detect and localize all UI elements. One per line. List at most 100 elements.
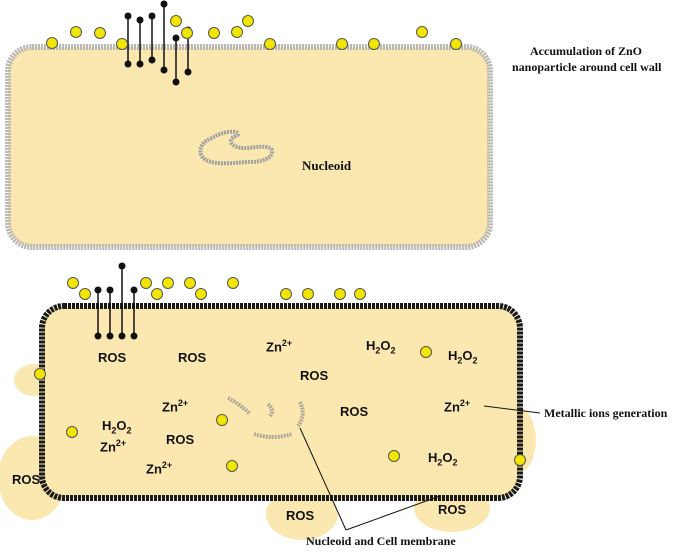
zno-nanoparticle xyxy=(368,38,380,50)
nucleoid-membrane-label: Nucleoid and Cell membrane xyxy=(306,534,456,548)
nucleoid-fragment-3 xyxy=(253,432,293,439)
zno-nanoparticle xyxy=(79,288,91,300)
ros-label: ROS xyxy=(286,508,314,523)
ros-text: ROS xyxy=(286,508,315,523)
zno-nanoparticle xyxy=(227,277,239,289)
ros-text: ROS xyxy=(166,432,195,447)
lollipop-groups xyxy=(94,0,192,340)
zn-charge: 2+ xyxy=(115,438,127,448)
h-sub: 2 xyxy=(111,425,117,436)
nucleoid-label: Nucleoid xyxy=(302,158,352,173)
zno-nanoparticle xyxy=(184,277,196,289)
bottom-cell-wall xyxy=(39,303,523,501)
o-text: O xyxy=(462,348,473,363)
zno-nanoparticle xyxy=(302,288,314,300)
ros-text: ROS xyxy=(438,502,467,517)
lollipop-head xyxy=(130,286,138,294)
lollipop-head xyxy=(106,286,114,294)
nucleoid-fragment-2 xyxy=(266,402,275,418)
zno-nanoparticle xyxy=(67,277,79,289)
zno-nanoparticle xyxy=(280,288,292,300)
h-sub: 2 xyxy=(437,457,443,468)
zno-nanoparticle xyxy=(162,277,174,289)
ros-label: ROS xyxy=(438,502,466,517)
zno-nanoparticle xyxy=(151,288,163,300)
h2o2-label: H2O2 xyxy=(102,418,132,436)
lollipop-head xyxy=(106,332,114,340)
zno-nanoparticle xyxy=(116,38,128,50)
pointer-nucleoid-2 xyxy=(345,495,441,531)
h2o2-label: H2O2 xyxy=(366,338,396,356)
lollipop-head xyxy=(124,60,132,68)
zn-charge: 2+ xyxy=(177,398,189,408)
zn-charge: 2+ xyxy=(161,460,173,470)
pointer-lines xyxy=(299,405,541,531)
zno-nanoparticle xyxy=(354,288,366,300)
zno-nanoparticle xyxy=(70,26,82,38)
pointer-nucleoid-1 xyxy=(299,427,347,531)
nucleoid-fragment-1 xyxy=(227,396,252,416)
lollipop-head xyxy=(148,56,156,64)
h2o2-label: H2O2 xyxy=(448,348,478,366)
metallic-ions-label: Metallic ions generation xyxy=(544,406,668,420)
o-text: O xyxy=(442,450,453,465)
fragmented-nucleoid xyxy=(227,396,305,439)
zno-nanoparticle xyxy=(242,15,254,27)
zn-text: Zn xyxy=(162,399,178,415)
zno-nanoparticle xyxy=(195,288,207,300)
zn-text: Zn xyxy=(146,461,162,477)
o-sub: 2 xyxy=(452,457,458,468)
annotation-line-2: nanoparticle around cell wall xyxy=(512,60,662,74)
lollipop-head xyxy=(118,332,126,340)
o-text: O xyxy=(116,418,127,433)
zn-charge: 2+ xyxy=(459,398,471,408)
h-text: H xyxy=(428,450,438,465)
ros-text: ROS xyxy=(12,472,41,487)
zn-label: Zn2+ xyxy=(100,438,126,454)
o-sub: 2 xyxy=(390,345,396,356)
lollipop-head xyxy=(136,60,144,68)
o-text: O xyxy=(380,338,391,353)
h-text: H xyxy=(448,348,458,363)
ros-text: ROS xyxy=(98,350,127,365)
zno-nanoparticle xyxy=(94,27,106,39)
zno-nanoparticle xyxy=(336,38,348,50)
o-sub: 2 xyxy=(472,355,478,366)
zno-nanoparticle xyxy=(170,15,182,27)
lollipop-head xyxy=(124,12,132,20)
h-text: H xyxy=(366,338,376,353)
zno-nanoparticle xyxy=(514,454,526,466)
zno-nanoparticle xyxy=(34,368,46,380)
lollipop-head xyxy=(136,16,144,24)
ros-label: ROS xyxy=(98,350,126,365)
zn-label: Zn2+ xyxy=(162,398,188,414)
h-text: H xyxy=(102,418,112,433)
zn-label: Zn2+ xyxy=(444,398,470,414)
lollipop-head xyxy=(172,78,180,86)
ros-text: ROS xyxy=(300,368,329,383)
h-sub: 2 xyxy=(457,355,463,366)
lollipop-head xyxy=(172,34,180,42)
annotation-line-1: Accumulation of ZnO xyxy=(530,44,643,58)
ros-label: ROS xyxy=(300,368,328,383)
zno-nanoparticle xyxy=(420,346,432,358)
zno-nanoparticles xyxy=(34,15,526,472)
zn-charge: 2+ xyxy=(281,338,293,348)
zno-nanoparticle xyxy=(66,426,78,438)
ros-text: ROS xyxy=(340,404,369,419)
lollipop-head xyxy=(118,262,126,270)
lollipop-head xyxy=(160,66,168,74)
h2o2-label: H2O2 xyxy=(428,450,458,468)
ros-label: ROS xyxy=(178,350,206,365)
zn-text: Zn xyxy=(100,439,116,455)
ros-label: ROS xyxy=(340,404,368,419)
zn-label: Zn2+ xyxy=(146,460,172,476)
zn-text: Zn xyxy=(444,399,460,415)
zno-nanoparticle xyxy=(416,26,428,38)
top-nucleoid xyxy=(198,129,275,166)
ros-text: ROS xyxy=(178,350,207,365)
zno-nanoparticle xyxy=(388,450,400,462)
pointer-metallic xyxy=(483,405,541,414)
